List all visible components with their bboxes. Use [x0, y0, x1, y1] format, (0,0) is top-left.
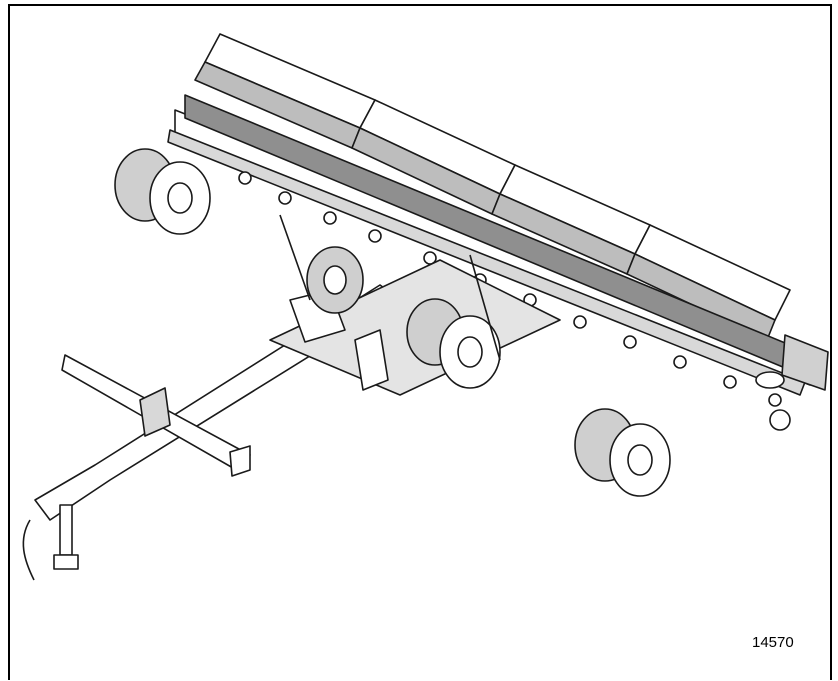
wheel-center-front: [406, 298, 501, 389]
hitch-jack: [22, 504, 79, 581]
wheel-left-outer: [114, 148, 211, 235]
end-panel: [755, 334, 829, 431]
wheel-right-outer: [574, 408, 671, 497]
figure-number: 14570: [752, 634, 794, 651]
hydraulic-cylinders: [279, 214, 501, 361]
wheel-center-rear: [306, 246, 364, 314]
figure-frame: [8, 4, 832, 680]
